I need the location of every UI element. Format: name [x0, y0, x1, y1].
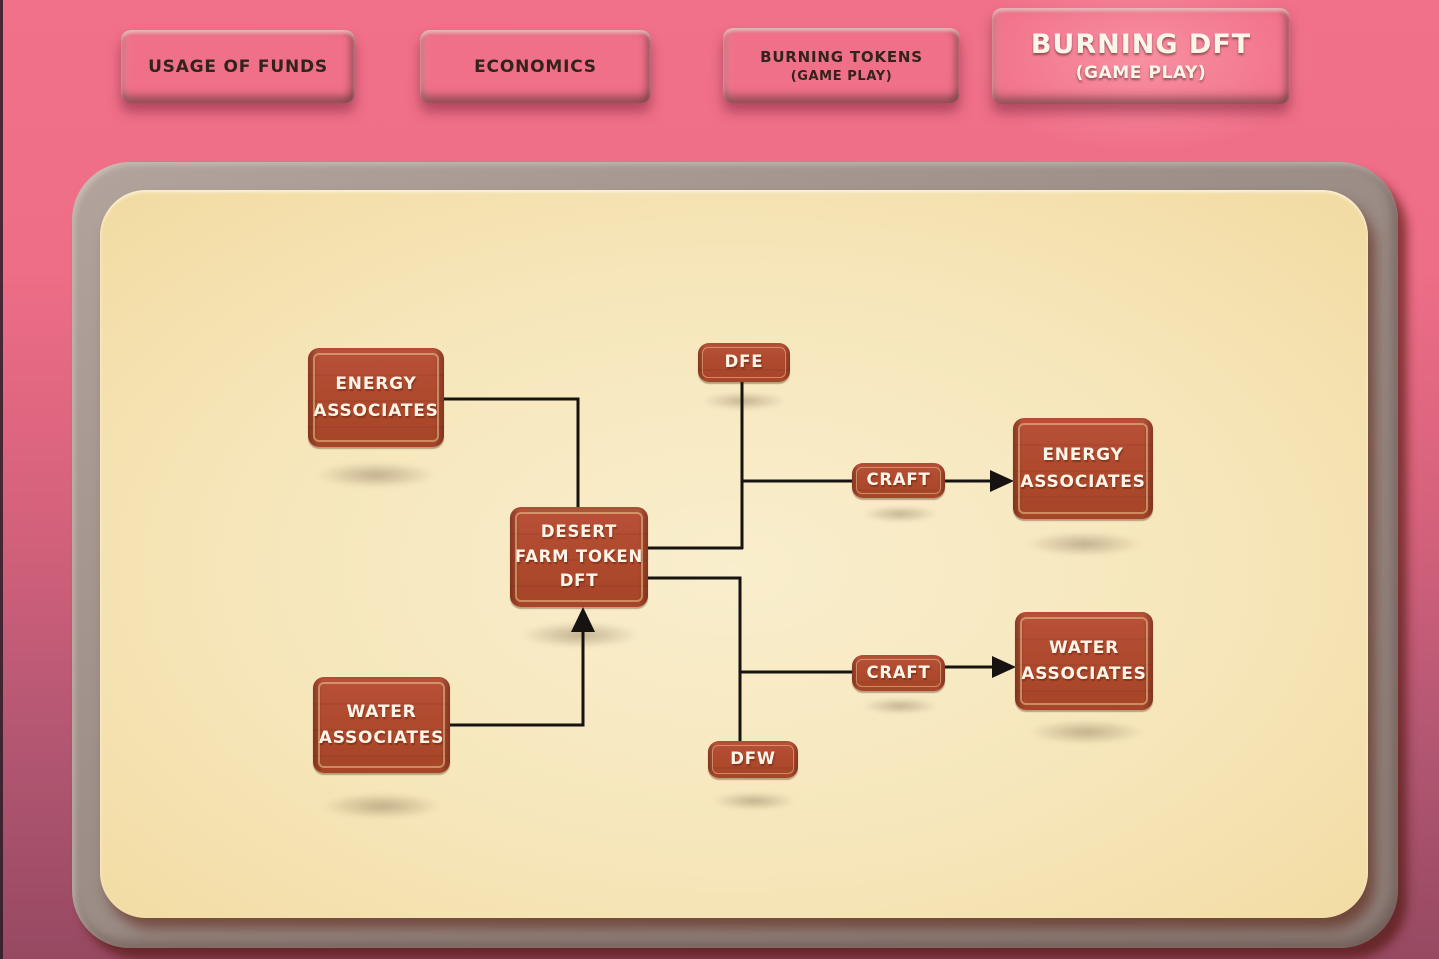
- tab-burning-tokens[interactable]: BURNING TOKENS (GAME PLAY): [723, 28, 960, 103]
- node-shadow: [520, 622, 640, 648]
- node-label: ENERGY: [1042, 445, 1124, 466]
- content-panel-frame: [72, 162, 1398, 948]
- tab-burning-dft[interactable]: BURNING DFT (GAME PLAY): [992, 8, 1290, 104]
- node-label: ASSOCIATES: [313, 400, 439, 421]
- node-label: ASSOCIATES: [1021, 664, 1147, 684]
- node-label: ASSOCIATES: [318, 728, 445, 748]
- tab-label: ECONOMICS: [474, 56, 597, 77]
- node-shadow: [316, 462, 436, 488]
- node-label: DFT: [559, 571, 599, 591]
- tab-sublabel: (GAME PLAY): [1075, 63, 1207, 83]
- node-label: FARM TOKEN: [514, 546, 644, 566]
- node-energy-associates-right: ENERGY ASSOCIATES: [1013, 418, 1153, 519]
- tab-label: USAGE OF FUNDS: [148, 56, 328, 77]
- node-label: ENERGY: [335, 374, 417, 395]
- node-dfw: DFW: [708, 741, 798, 778]
- node-label: DFW: [730, 749, 776, 769]
- node-shadow: [862, 698, 938, 714]
- tab-label: BURNING DFT: [1030, 29, 1252, 60]
- active-tab-glow: [952, 0, 1332, 160]
- node-shadow: [1026, 532, 1142, 556]
- node-label: DESERT: [540, 521, 618, 541]
- node-craft-top: CRAFT: [852, 463, 945, 498]
- tab-economics[interactable]: ECONOMICS: [420, 30, 651, 103]
- node-shadow: [322, 793, 442, 819]
- node-water-associates-right: WATER ASSOCIATES: [1015, 612, 1153, 710]
- node-label: CRAFT: [866, 470, 931, 490]
- node-label: DFE: [724, 352, 764, 372]
- node-label: ASSOCIATES: [1020, 471, 1146, 492]
- node-dfe: DFE: [698, 343, 790, 382]
- node-label: WATER: [346, 701, 417, 722]
- node-water-associates-left: WATER ASSOCIATES: [313, 677, 450, 773]
- node-energy-associates-left: ENERGY ASSOCIATES: [308, 348, 444, 447]
- content-panel: [100, 190, 1368, 918]
- node-shadow: [862, 506, 938, 522]
- node-label: WATER: [1048, 637, 1120, 658]
- node-shadow: [712, 792, 796, 810]
- node-label: CRAFT: [866, 662, 931, 682]
- node-shadow: [1028, 720, 1144, 744]
- tab-sublabel: (GAME PLAY): [790, 68, 893, 84]
- tab-label: BURNING TOKENS: [760, 47, 923, 66]
- tab-usage-of-funds[interactable]: USAGE OF FUNDS: [121, 30, 355, 103]
- node-shadow: [702, 392, 786, 410]
- node-desert-farm-token-dft: DESERT FARM TOKEN DFT: [510, 507, 648, 607]
- window-left-edge: [0, 0, 3, 959]
- node-craft-bottom: CRAFT: [852, 655, 945, 691]
